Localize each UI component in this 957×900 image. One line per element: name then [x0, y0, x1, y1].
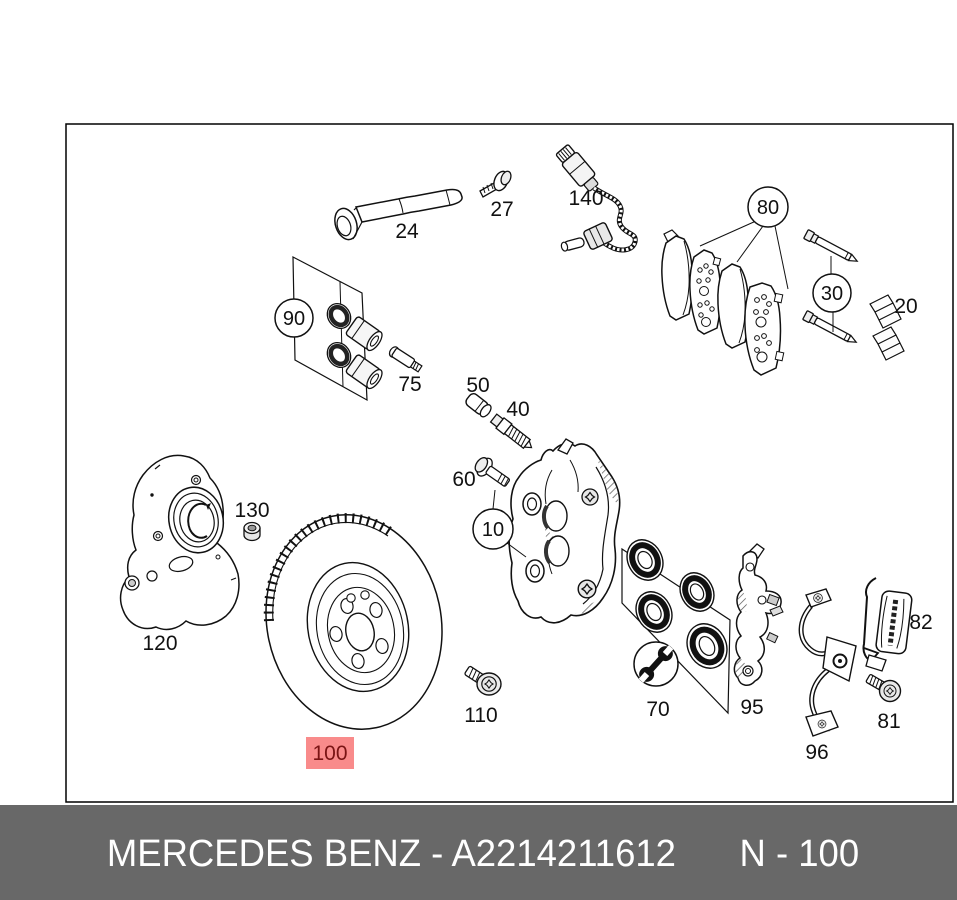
part-label-40: 40	[506, 398, 529, 421]
part-screw-27	[479, 170, 512, 198]
part-label-30: 30	[821, 283, 843, 305]
part-pin-75	[388, 346, 423, 373]
part-label-82: 82	[909, 611, 932, 634]
part-seal-kit	[621, 539, 731, 715]
wrench-icon	[638, 645, 674, 683]
part-brake-caliper: 10	[472, 438, 621, 624]
footer-brand-part-number: MERCEDES BENZ - A2214211612	[107, 833, 677, 875]
part-label-50: 50	[466, 374, 489, 397]
part-brake-disc	[263, 513, 443, 730]
footer-bar: MERCEDES BENZ - A2214211612 N - 100	[0, 805, 957, 900]
part-bleeder-valve	[489, 413, 533, 450]
part-label-10: 10	[482, 519, 504, 541]
part-label-27: 27	[490, 198, 513, 221]
part-disc-screw	[464, 665, 502, 696]
highlight-box	[306, 737, 354, 769]
footer-reference-number: N - 100	[739, 833, 860, 875]
part-nut-130	[243, 521, 261, 542]
part-caliper-carrier	[733, 543, 784, 686]
part-label-75: 75	[398, 373, 421, 396]
part-label-81: 81	[877, 710, 900, 733]
part-label-95: 95	[740, 696, 763, 719]
part-retaining-clips	[869, 294, 905, 361]
part-label-140: 140	[568, 187, 603, 210]
part-label-20: 20	[894, 295, 917, 318]
part-guide-pins: 30	[802, 229, 859, 343]
part-label-96: 96	[805, 741, 828, 764]
part-bleeder-cap	[465, 393, 492, 418]
part-label-90: 90	[283, 308, 305, 330]
part-label-120: 120	[142, 632, 177, 655]
part-label-60: 60	[452, 468, 475, 491]
part-guide-bolt	[334, 188, 463, 241]
part-brake-cover-plate	[119, 454, 240, 631]
part-bushing-kit: 90	[274, 256, 383, 402]
part-label-70: 70	[646, 698, 669, 721]
part-label-24: 24	[395, 220, 419, 243]
part-wear-sensor	[555, 144, 638, 253]
part-label-80: 80	[757, 197, 779, 219]
part-label-100: 100	[312, 742, 347, 765]
part-label-130: 130	[234, 499, 269, 522]
part-bolt-81	[865, 674, 902, 703]
part-label-110: 110	[464, 704, 497, 727]
part-caliper-bolt	[474, 457, 511, 510]
part-pad-82	[862, 577, 913, 672]
part-brake-pads: 80	[661, 186, 789, 376]
part-guide-spring	[798, 588, 857, 737]
highlight-part-100[interactable]: 100	[306, 737, 354, 769]
